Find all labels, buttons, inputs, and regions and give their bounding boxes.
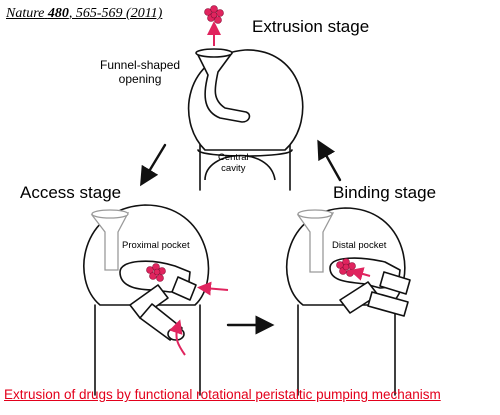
central-cavity-label: Central cavity <box>218 152 249 174</box>
extrusion-stage-title: Extrusion stage <box>252 17 370 36</box>
cycle-arrow-binding-to-extrusion <box>317 139 342 182</box>
binding-stage-title: Binding stage <box>333 183 437 202</box>
proximal-pocket-label: Proximal pocket <box>122 240 190 251</box>
journal-reference: Nature 480, 565-569 (2011) <box>6 6 163 21</box>
access-stage-illustration <box>83 204 229 396</box>
drug-molecule-access <box>146 263 166 282</box>
cycle-arrow-extrusion-to-access <box>140 143 167 187</box>
access-stage-title: Access stage <box>20 183 122 202</box>
drug-molecule-extruded <box>204 5 224 24</box>
figure-caption: Extrusion of drugs by functional rotatio… <box>4 387 441 402</box>
funnel-opening-label: Funnel-shaped opening <box>100 58 181 86</box>
extrusion-stage-illustration <box>187 5 304 191</box>
distal-pocket-label: Distal pocket <box>332 240 387 251</box>
binding-stage-illustration <box>285 207 411 396</box>
